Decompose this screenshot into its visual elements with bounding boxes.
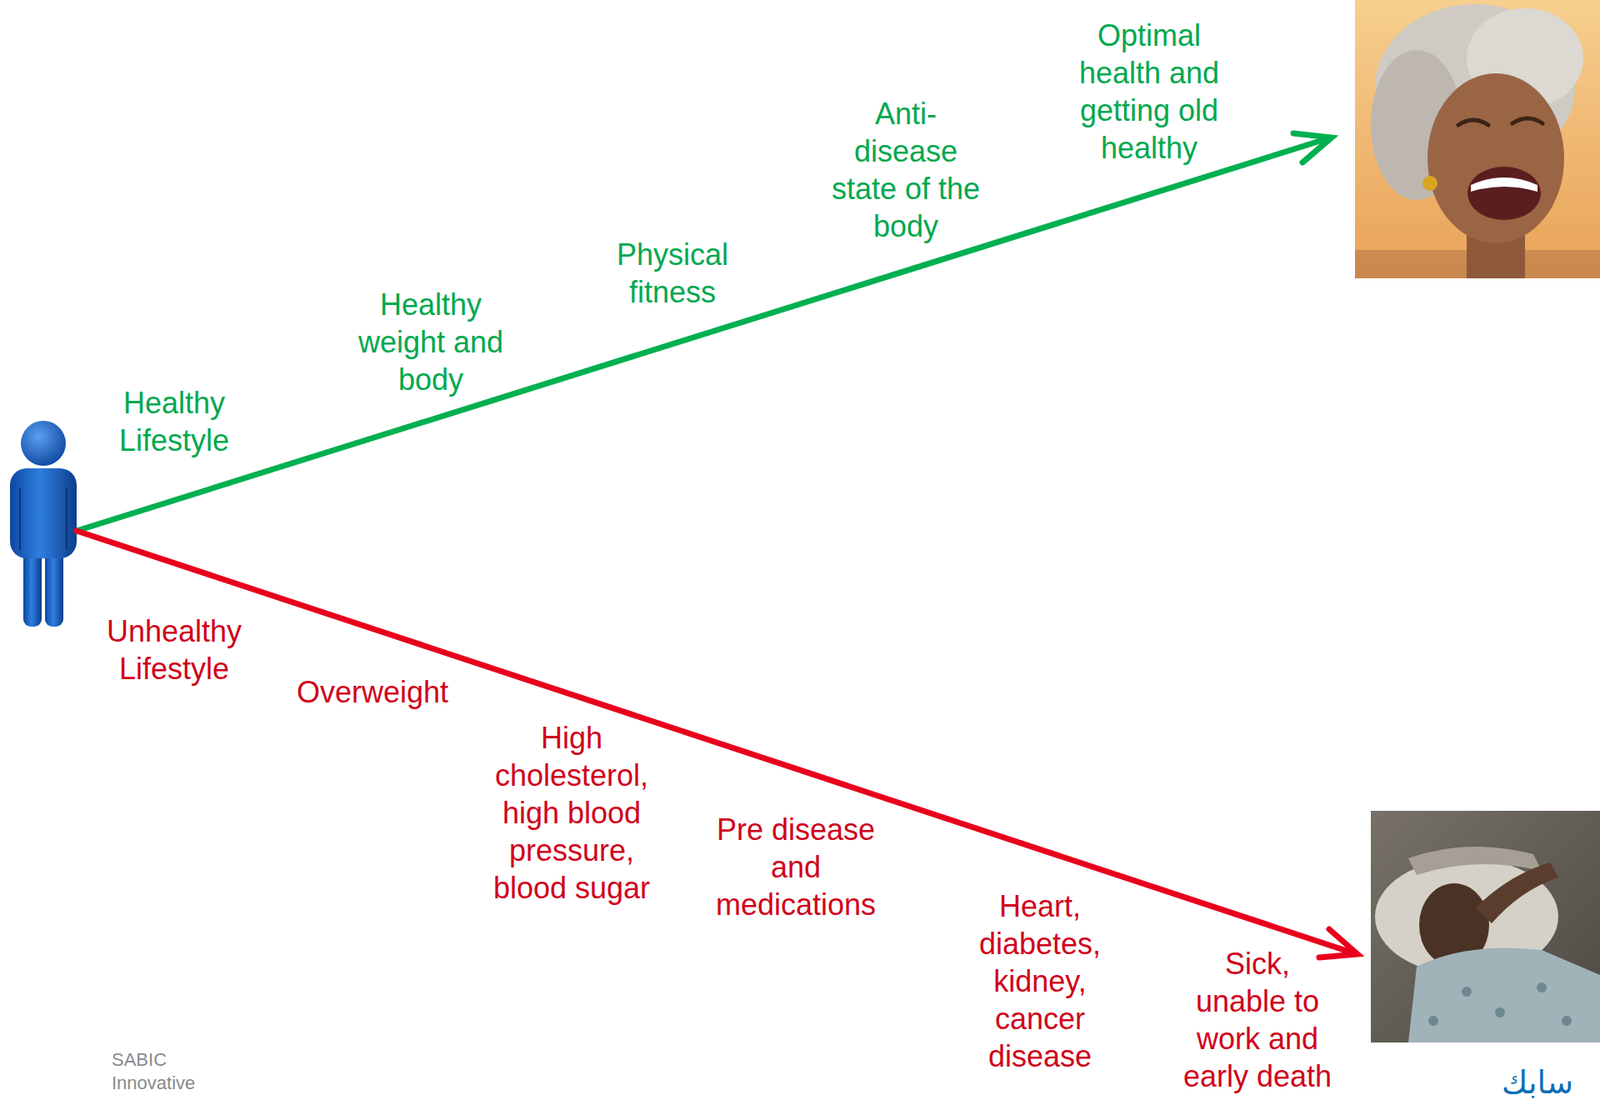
company-logo: سابك <box>1483 1063 1592 1104</box>
person-figure <box>10 420 77 627</box>
path-outcome-label: Optimal health and getting old healthy <box>1074 16 1225 167</box>
path-stage-label: Overweight <box>285 673 460 711</box>
company-name: SABIC <box>111 1048 212 1072</box>
company-name: Innovative <box>111 1071 212 1095</box>
unhealthy-arrow <box>76 530 1358 958</box>
path-stage-label: Heart, diabetes, kidney, cancer disease <box>973 887 1107 1075</box>
path-stage-label: High cholesterol, high blood pressure, b… <box>488 719 655 907</box>
path-stage-label: Anti-disease state of the body <box>829 95 984 245</box>
path-stage-label: Healthy weight and body <box>354 285 509 399</box>
path-stage-label: Unhealthy Lifestyle <box>101 612 248 688</box>
path-outcome-label: Sick, unable to work and early death <box>1178 945 1337 1095</box>
path-stage-label: Pre disease and medications <box>712 810 880 924</box>
healthy-elder-photo <box>1355 0 1600 279</box>
healthy-arrow <box>76 133 1332 531</box>
path-stage-label: Healthy Lifestyle <box>107 384 241 460</box>
path-stage-label: Physical fitness <box>605 235 740 311</box>
sick-elder-photo <box>1370 810 1600 1043</box>
